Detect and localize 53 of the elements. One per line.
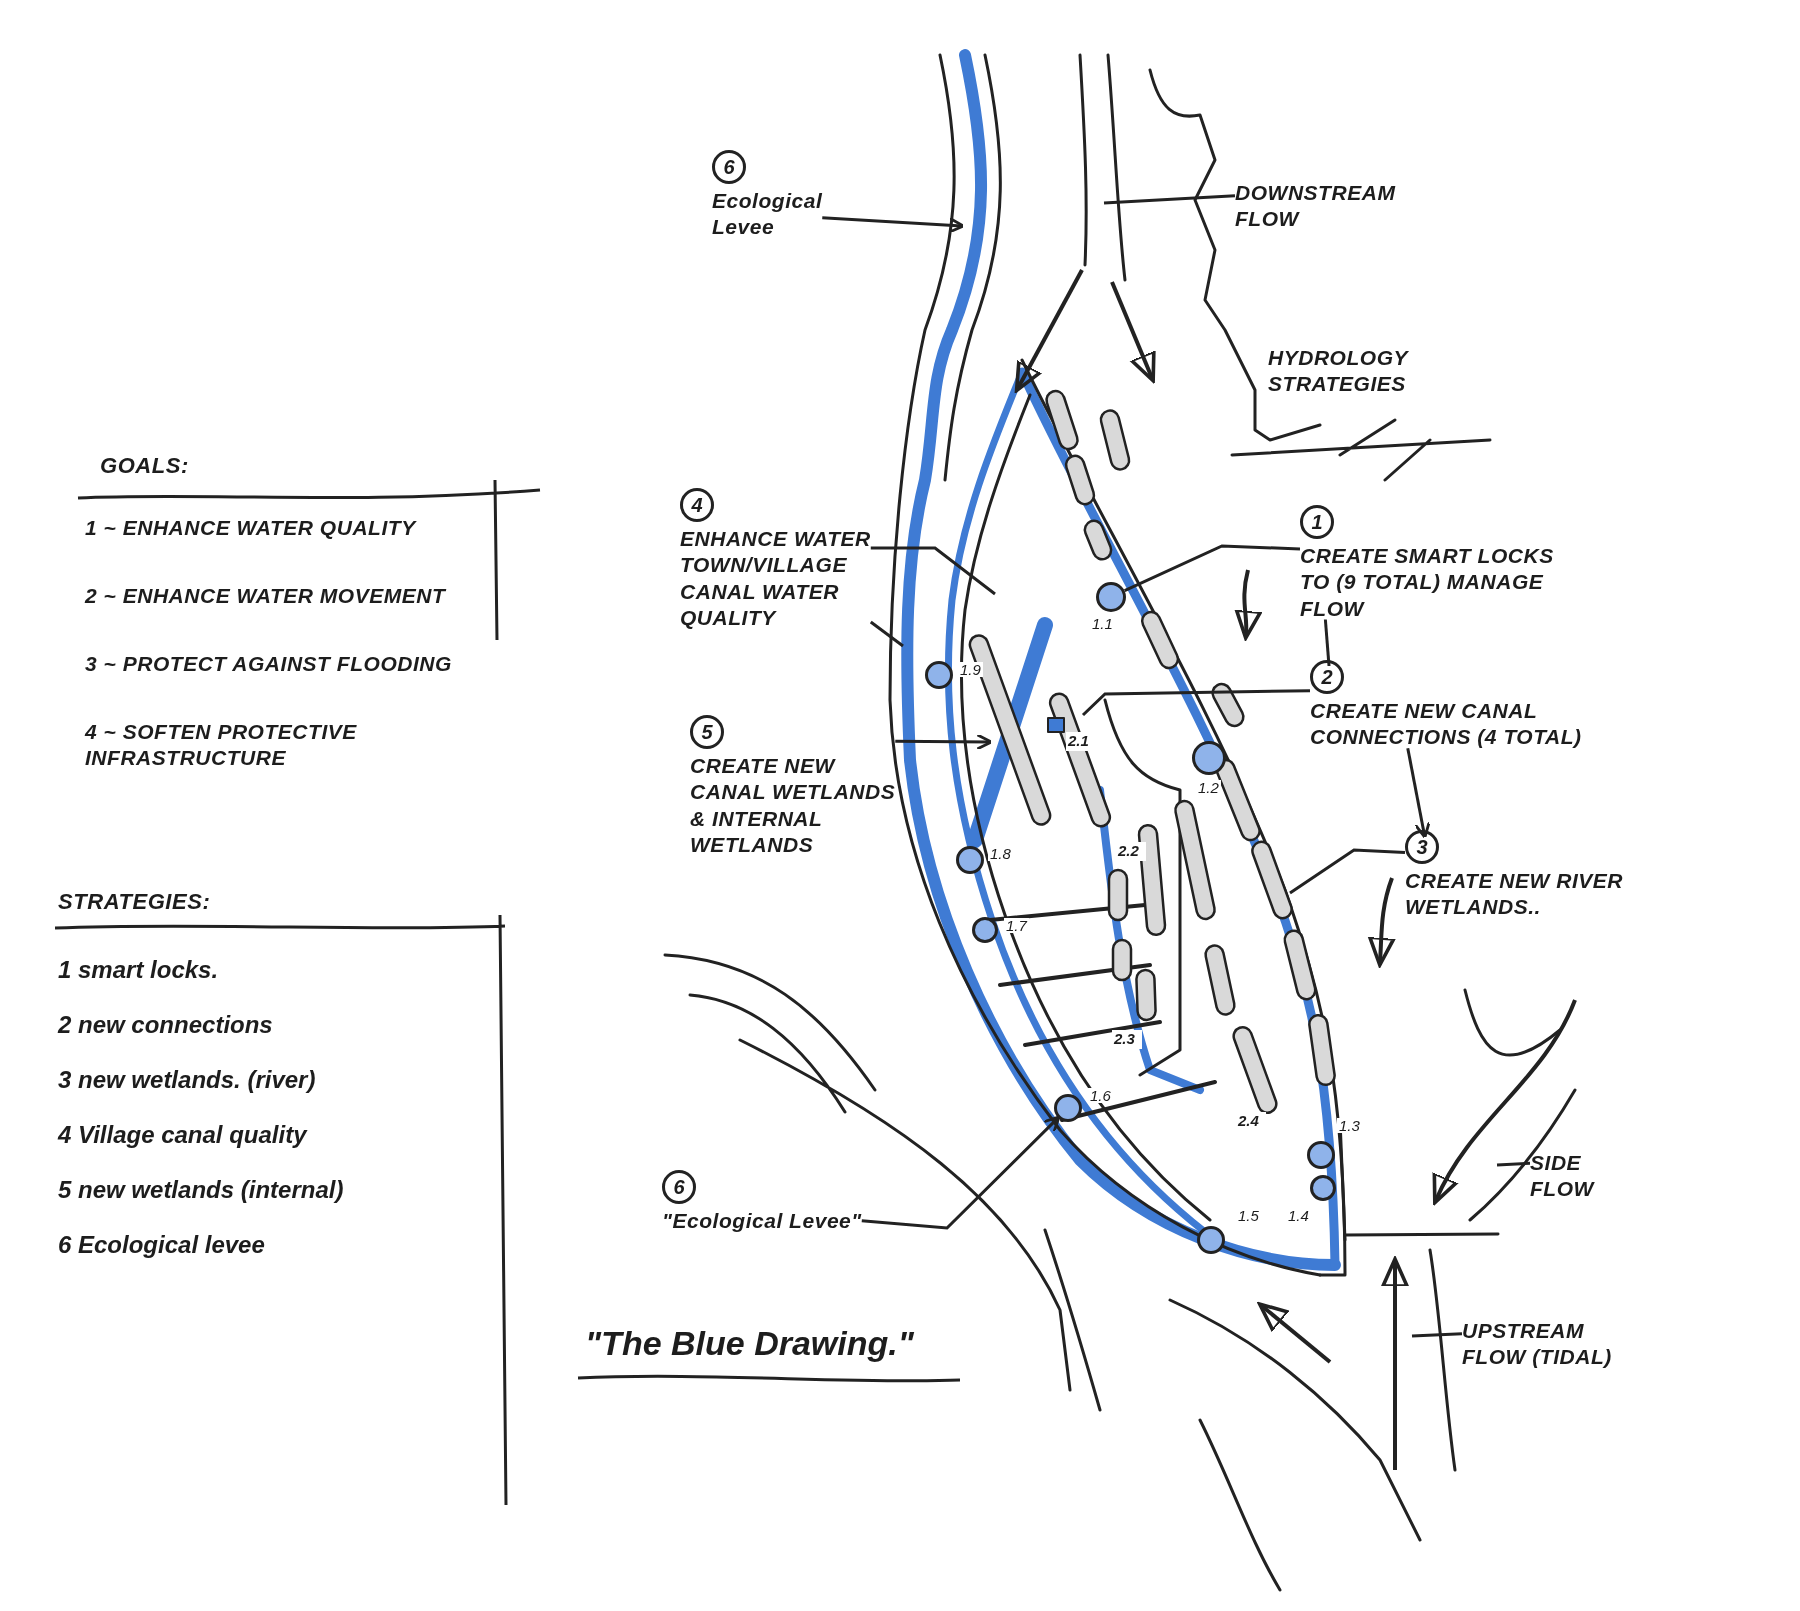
- arrow: [861, 1115, 1061, 1230]
- callout-text: Ecological Levee: [712, 188, 824, 241]
- list-item: 4 ~ SOFTEN PROTECTIVE INFRASTRUCTURE: [85, 719, 358, 772]
- lock-label: 1.4: [1286, 1208, 1311, 1223]
- callout-number: 6: [712, 150, 746, 184]
- section-heading: GOALS:: [100, 452, 190, 480]
- leader-line: [1103, 194, 1236, 205]
- leader-line: [1289, 848, 1406, 895]
- connection-label: 2.3: [1112, 1030, 1142, 1049]
- list-item: 5 new wetlands (internal): [58, 1175, 345, 1205]
- callout-text: CREATE NEW CANAL WETLANDS & INTERNAL WETLANDS: [690, 753, 897, 858]
- lock-label: 1.9: [958, 662, 983, 677]
- arrow: [1406, 747, 1431, 839]
- list-item: 2 ~ ENHANCE WATER MOVEMENT: [85, 583, 448, 609]
- lock-label: 1.7: [1004, 918, 1029, 933]
- leader-line: [1411, 1332, 1463, 1338]
- callout-number: 1: [1300, 505, 1334, 539]
- callout-text: "Ecological Levee": [662, 1208, 862, 1234]
- callout-number: 4: [680, 488, 714, 522]
- callout-text: DOWNSTREAM FLOW: [1235, 180, 1397, 233]
- callout-text: CREATE SMART LOCKS TO (9 TOTAL) MANAGE FLOW: [1300, 543, 1555, 622]
- callout-number: 5: [690, 715, 724, 749]
- lock-label: 1.2: [1196, 780, 1221, 795]
- leader-line: [870, 546, 996, 596]
- lock-label: 1.1: [1090, 616, 1115, 631]
- lock-label: 1.5: [1236, 1208, 1261, 1223]
- list-item: 4 Village canal quality: [58, 1120, 309, 1150]
- callout-text: CREATE NEW CANAL CONNECTIONS (4 TOTAL): [1310, 698, 1583, 751]
- lock-label: 1.3: [1337, 1118, 1362, 1133]
- list-item: 3 ~ PROTECT AGAINST FLOODING: [85, 651, 453, 677]
- callout-number: 6: [662, 1170, 696, 1204]
- list-item: 1 smart locks.: [58, 955, 220, 985]
- list-item: 6 Ecological levee: [58, 1230, 266, 1260]
- leader-line: [1496, 1161, 1531, 1167]
- callout-text: SIDE FLOW: [1530, 1150, 1596, 1203]
- callout-text: CREATE NEW RIVER WETLANDS..: [1405, 868, 1625, 921]
- leader-line: [895, 733, 993, 751]
- callout-text: UPSTREAM FLOW (TIDAL): [1462, 1318, 1613, 1371]
- connection-label: 2.2: [1116, 842, 1146, 861]
- lock-label: 1.8: [988, 846, 1013, 861]
- leader-line: [869, 620, 904, 648]
- heading-text: HYDROLOGY STRATEGIES: [1268, 345, 1410, 398]
- section-heading: STRATEGIES:: [58, 888, 212, 916]
- caption: "The Blue Drawing.": [585, 1323, 914, 1364]
- list-item: 1 ~ ENHANCE WATER QUALITY: [85, 515, 418, 541]
- list-item: 2 new connections: [58, 1010, 274, 1040]
- list-item: 3 new wetlands. (river): [58, 1065, 317, 1095]
- lock-label: 1.6: [1088, 1088, 1113, 1103]
- leader-line: [822, 216, 965, 234]
- callout-number: 2: [1310, 660, 1344, 694]
- callout-text: ENHANCE WATER TOWN/VILLAGE CANAL WATER QUALITY: [680, 526, 872, 631]
- leader-line: [1081, 689, 1311, 717]
- callout-number: 3: [1405, 830, 1439, 864]
